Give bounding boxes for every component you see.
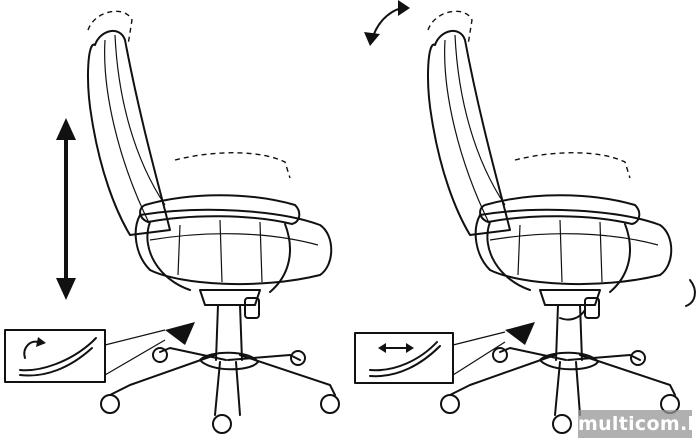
chair-left <box>87 10 340 435</box>
lever-inset-left <box>4 322 195 383</box>
height-arrow-icon <box>56 118 76 300</box>
tilt-arrow-icon <box>364 0 696 321</box>
chair-right <box>427 10 680 435</box>
watermark: multicom.by <box>578 410 700 438</box>
lever-inset-right <box>354 322 535 384</box>
